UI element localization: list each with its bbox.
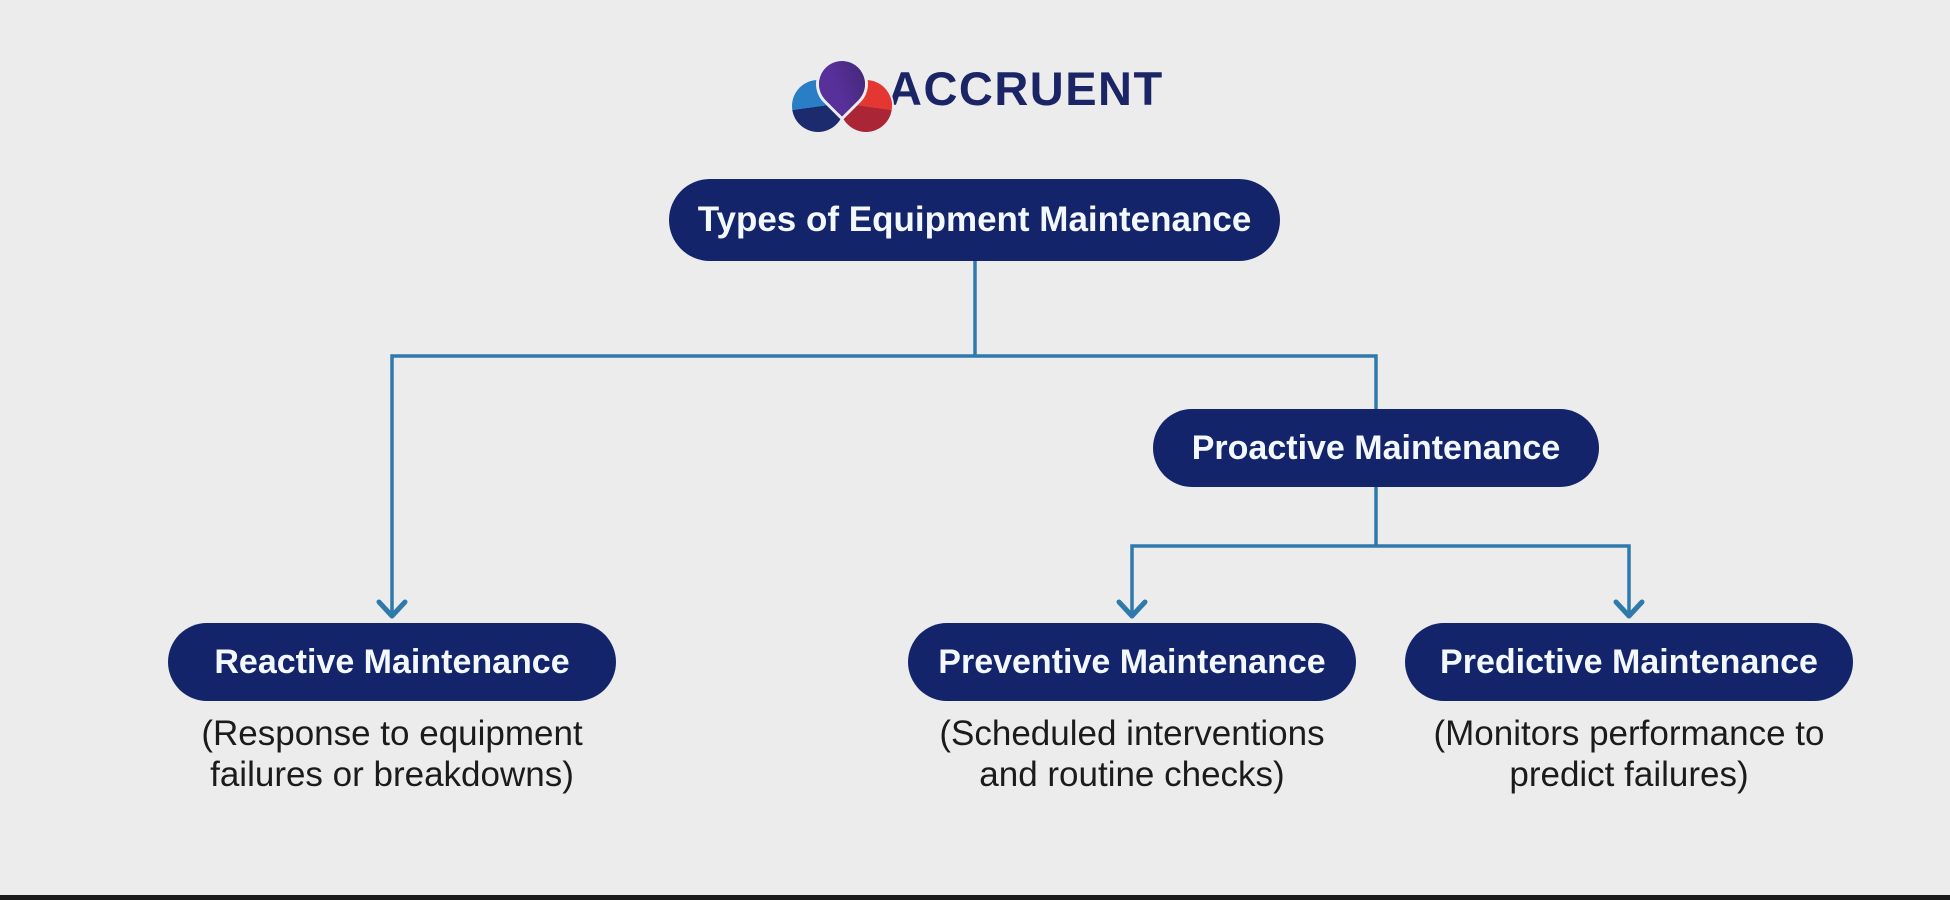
- node-label: Reactive Maintenance: [214, 642, 570, 681]
- caption-line: (Response to equipment: [201, 714, 583, 753]
- caption-line: (Monitors performance to: [1433, 714, 1825, 753]
- caption-line: predict failures): [1509, 755, 1749, 794]
- accruent-logo-icon: [792, 51, 892, 134]
- node-label: Proactive Maintenance: [1191, 428, 1561, 467]
- accruent-logo: ACCRUENT: [0, 0, 1950, 150]
- caption-reactive: (Response to equipment failures or break…: [128, 713, 656, 795]
- caption-line: (Scheduled interventions: [939, 714, 1325, 753]
- bottom-edge-strip: [0, 895, 1950, 900]
- node-label: Types of Equipment Maintenance: [697, 200, 1252, 239]
- caption-line: failures or breakdowns): [210, 755, 574, 794]
- node-reactive-maintenance: Reactive Maintenance: [168, 623, 616, 701]
- brand-name: ACCRUENT: [888, 62, 1164, 115]
- node-label: Preventive Maintenance: [938, 642, 1326, 681]
- caption-predictive: (Monitors performance to predict failure…: [1365, 713, 1893, 795]
- caption-preventive: (Scheduled interventions and routine che…: [868, 713, 1396, 795]
- edge-proactive-branch: [1130, 544, 1631, 612]
- node-preventive-maintenance: Preventive Maintenance: [908, 623, 1356, 701]
- node-proactive-maintenance: Proactive Maintenance: [1153, 409, 1599, 487]
- arrowhead-predictive-icon: [1613, 599, 1645, 619]
- arrowhead-reactive-icon: [376, 599, 408, 619]
- arrowhead-preventive-icon: [1116, 599, 1148, 619]
- node-types-of-equipment-maintenance: Types of Equipment Maintenance: [669, 179, 1280, 261]
- node-predictive-maintenance: Predictive Maintenance: [1405, 623, 1853, 701]
- node-label: Predictive Maintenance: [1440, 642, 1818, 681]
- caption-line: and routine checks): [979, 755, 1285, 794]
